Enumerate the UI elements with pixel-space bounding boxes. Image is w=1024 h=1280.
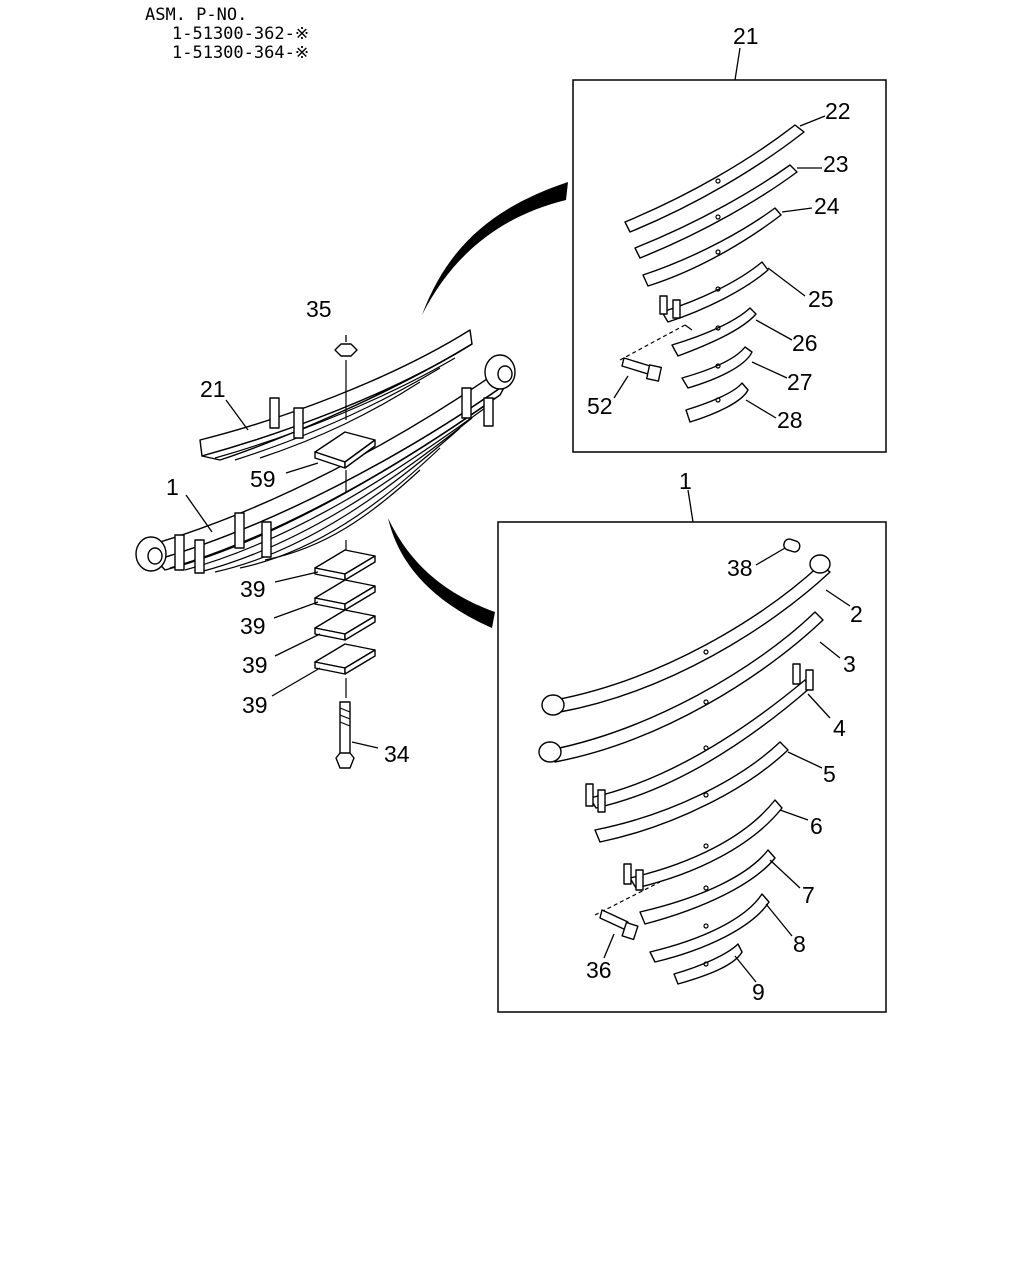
leaf-2 <box>541 554 831 716</box>
callout-35: 35 <box>306 296 332 322</box>
callout-7: 7 <box>802 882 815 908</box>
callout-9: 9 <box>752 979 765 1005</box>
part-number-1: 1-51300-362-※ <box>172 24 310 44</box>
helper-spring-stack <box>199 329 473 461</box>
assembly-header: ASM. P-NO. 1-51300-362-※ 1-51300-364-※ <box>145 6 309 63</box>
callout-25: 25 <box>808 286 834 312</box>
spacer-59 <box>314 431 376 492</box>
callout-34: 34 <box>384 741 410 767</box>
leaf-4 <box>585 663 814 813</box>
leaf-7 <box>639 849 776 925</box>
nut-35 <box>334 343 358 420</box>
callout-1: 1 <box>166 474 179 500</box>
callout-23: 23 <box>823 151 849 177</box>
callout-36: 36 <box>586 957 612 983</box>
callout-3: 3 <box>843 651 856 677</box>
part-number-2: 1-51300-364-※ <box>172 43 310 63</box>
swoosh-to-detail-21 <box>422 182 568 315</box>
leaf-8 <box>649 893 770 963</box>
leaf-27 <box>681 346 753 389</box>
leaf-26 <box>671 307 757 357</box>
detail-21-title: 21 <box>733 23 759 49</box>
callout-2: 2 <box>850 601 863 627</box>
leaf-23 <box>634 164 798 259</box>
callout-21: 21 <box>200 376 226 402</box>
callout-4: 4 <box>833 715 846 741</box>
leaf-25 <box>659 261 769 323</box>
leaf-28 <box>685 382 749 423</box>
leaf-22 <box>624 124 805 233</box>
callout-24: 24 <box>814 193 840 219</box>
callout-28: 28 <box>777 407 803 433</box>
callout-52: 52 <box>587 393 613 419</box>
header-title: ASM. P-NO. <box>145 5 248 25</box>
callout-5: 5 <box>823 761 836 787</box>
detail-box-21 <box>572 47 887 453</box>
callout-39-a: 39 <box>240 576 266 602</box>
main-spring-stack <box>135 354 516 574</box>
bolt-36 <box>594 881 661 941</box>
leaf-3 <box>538 611 824 763</box>
callout-59: 59 <box>250 466 276 492</box>
bolt-34 <box>335 701 355 769</box>
callout-39-c: 39 <box>242 652 268 678</box>
main-assembly <box>135 329 516 769</box>
leaf-9 <box>673 943 743 985</box>
callout-27: 27 <box>787 369 813 395</box>
detail-1-title: 1 <box>679 468 692 494</box>
callout-8: 8 <box>793 931 806 957</box>
leaf-6 <box>623 799 783 891</box>
detail-box-1 <box>497 489 887 1013</box>
leaf-24 <box>642 207 782 287</box>
leaf-5 <box>594 741 789 843</box>
spacer-39-stack <box>314 540 376 698</box>
callout-22: 22 <box>825 98 851 124</box>
bolt-52 <box>619 324 693 382</box>
callout-6: 6 <box>810 813 823 839</box>
detail-1-title-38: 38 <box>727 555 753 581</box>
callout-39-b: 39 <box>240 613 266 639</box>
callout-39-d: 39 <box>242 692 268 718</box>
callout-26: 26 <box>792 330 818 356</box>
swoosh-to-detail-1 <box>388 518 495 628</box>
bushing-38 <box>783 538 801 553</box>
